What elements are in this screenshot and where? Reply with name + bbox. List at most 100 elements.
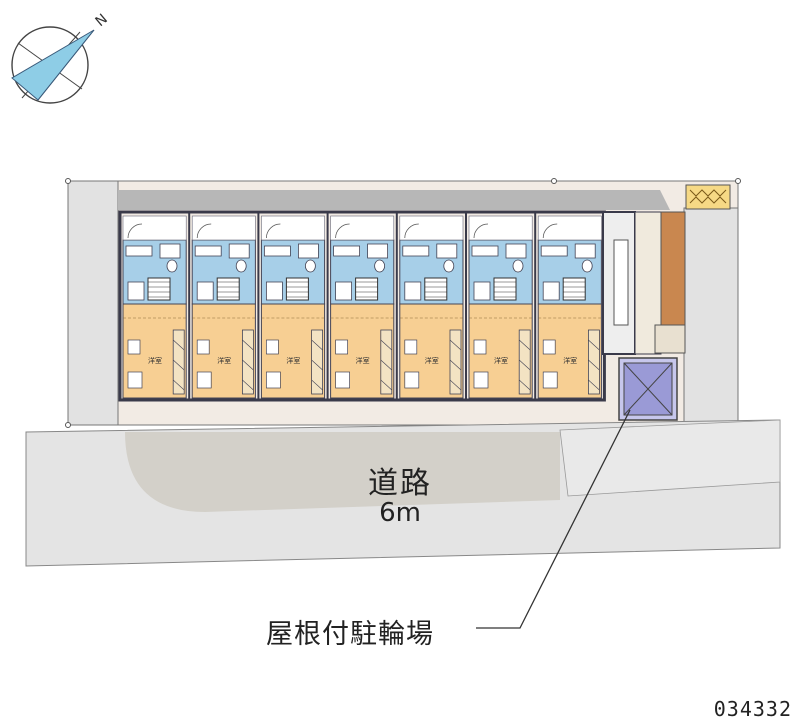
entrance: [468, 215, 533, 241]
furniture: [196, 339, 210, 355]
furniture: [266, 339, 279, 355]
washbasin: [297, 243, 319, 259]
kitchen-counter: [471, 245, 499, 257]
toilet: [166, 259, 178, 273]
entrance: [122, 215, 187, 241]
apartment-unit: 洋室: [537, 212, 606, 400]
washing-machine: [473, 281, 491, 301]
room-label: 洋室: [563, 356, 577, 365]
apartment-building: 洋室 洋室 洋室 洋室 洋室 洋室 洋室: [118, 210, 606, 402]
closet-doors: [518, 339, 531, 391]
furniture: [266, 371, 281, 389]
toilet: [235, 259, 247, 273]
door-swing: [473, 223, 489, 239]
closet: [588, 329, 600, 395]
road-width: 6m: [379, 498, 421, 528]
apartment-unit: 洋室: [260, 212, 329, 400]
door-swing: [196, 223, 212, 239]
room-label: 洋室: [148, 356, 162, 365]
washing-machine: [404, 281, 422, 301]
unit-bath: [562, 277, 586, 301]
room-label: 洋室: [356, 356, 370, 365]
furniture: [473, 371, 489, 389]
washbasin: [367, 243, 389, 259]
closet-doors: [242, 339, 254, 391]
furniture: [335, 371, 350, 389]
unit-bath: [355, 277, 379, 301]
kitchen-counter: [263, 245, 291, 257]
external-stairs: [602, 211, 686, 355]
kitchen-counter: [125, 245, 153, 257]
apartment-unit: 洋室: [191, 212, 260, 400]
garbage-enclosure: [685, 184, 731, 210]
kitchen-counter: [333, 245, 361, 257]
washbasin: [505, 243, 527, 259]
toilet: [304, 259, 316, 273]
closet: [449, 329, 462, 395]
apartment-unit: 洋室: [468, 212, 537, 400]
toilet: [512, 259, 524, 273]
furniture: [404, 371, 420, 389]
furniture: [127, 339, 141, 355]
room-label: 洋室: [494, 356, 508, 365]
apartment-unit: 洋室: [122, 212, 191, 400]
north-arrow-icon: N: [11, 11, 111, 104]
washbasin: [228, 243, 250, 259]
kitchen-counter: [194, 245, 222, 257]
unit-bath: [493, 277, 517, 301]
furniture: [473, 339, 487, 355]
closet-doors: [449, 339, 462, 391]
callout-leader-line: [476, 409, 631, 629]
entrance: [261, 215, 325, 241]
furniture: [542, 339, 556, 355]
furniture: [542, 371, 558, 389]
toilet: [374, 259, 386, 273]
furniture: [127, 371, 143, 389]
road-name: 道路: [368, 466, 432, 501]
washing-machine: [196, 281, 214, 301]
door-swing: [127, 223, 143, 239]
entrance: [399, 215, 464, 241]
closet: [518, 329, 531, 395]
unit-bath: [285, 277, 309, 301]
toilet: [581, 259, 593, 273]
kitchen-counter: [402, 245, 430, 257]
unit-bath: [424, 277, 448, 301]
washbasin: [159, 243, 181, 259]
closet: [311, 329, 324, 395]
entrance: [330, 215, 395, 241]
washing-machine: [265, 281, 283, 301]
washing-machine: [542, 281, 560, 301]
entrance: [191, 215, 256, 241]
closet-doors: [311, 339, 323, 391]
north-label: N: [93, 11, 111, 30]
door-swing: [404, 223, 419, 239]
washing-machine: [127, 281, 145, 301]
closet-doors: [172, 339, 185, 391]
washing-machine: [335, 281, 353, 301]
door-swing: [266, 223, 281, 239]
room-label: 洋室: [425, 356, 439, 365]
reference-id: 034332: [713, 697, 792, 721]
unit-bath: [216, 277, 240, 301]
kitchen-counter: [540, 245, 568, 257]
bicycle-parking-label: 屋根付駐輪場: [266, 619, 434, 650]
closet: [380, 329, 393, 395]
furniture: [335, 339, 348, 355]
toilet: [443, 259, 455, 273]
washbasin: [436, 243, 458, 259]
room-label: 洋室: [217, 356, 231, 365]
covered-bicycle-parking: [618, 357, 678, 421]
closet-doors: [588, 339, 600, 391]
closet: [172, 329, 185, 395]
closet-doors: [380, 339, 393, 391]
closet: [241, 329, 254, 395]
washbasin: [574, 243, 596, 259]
furniture: [196, 371, 212, 389]
road: [25, 419, 781, 567]
entrance: [537, 215, 602, 241]
door-swing: [542, 223, 558, 239]
apartment-unit: 洋室: [330, 212, 398, 400]
room-label: 洋室: [286, 356, 300, 365]
